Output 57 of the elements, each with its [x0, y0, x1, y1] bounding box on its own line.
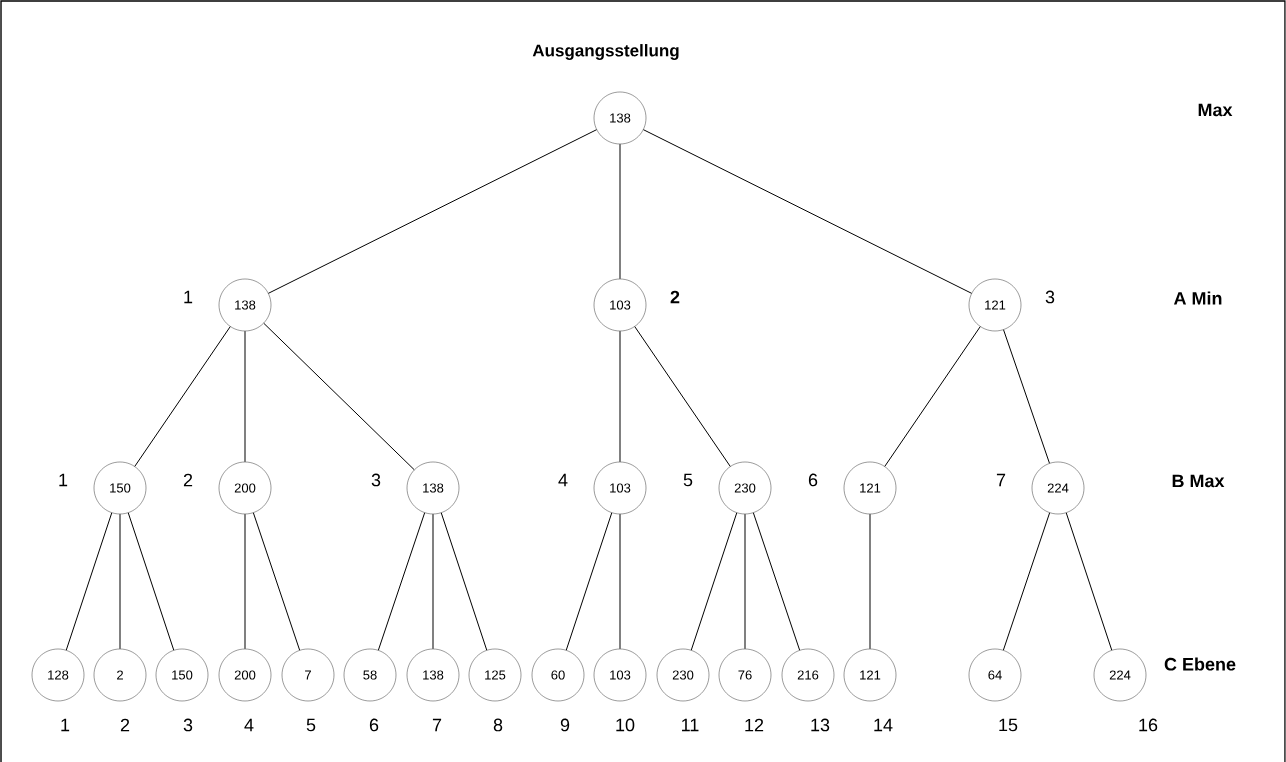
move-number: 3 — [183, 718, 193, 732]
move-number: 1 — [59, 473, 68, 487]
move-number: 3 — [371, 473, 381, 487]
tree-edge — [432, 513, 434, 650]
move-number: 4 — [244, 718, 254, 732]
move-number: 13 — [811, 718, 830, 732]
tree-edge — [244, 330, 246, 463]
move-number: 7 — [996, 473, 1006, 487]
move-number: 15 — [999, 718, 1018, 732]
move-number: 1 — [61, 718, 70, 732]
move-number: 9 — [560, 718, 570, 732]
tree-edge — [440, 512, 488, 651]
tree-edge — [134, 326, 231, 467]
tree-edge — [642, 129, 973, 294]
move-number: 3 — [1045, 290, 1055, 304]
tree-edge — [744, 513, 746, 650]
move-number: 1 — [184, 290, 193, 304]
tree-edge — [884, 326, 981, 467]
move-number: 2 — [183, 473, 193, 487]
tree-edge — [263, 322, 415, 471]
tree-edge — [619, 330, 621, 463]
title: Ausgangsstellung — [532, 44, 679, 60]
tree-edge — [1003, 329, 1050, 464]
tree-edge — [1002, 512, 1051, 651]
move-number: 14 — [874, 718, 893, 732]
tree-edge — [619, 513, 621, 650]
move-number: 5 — [683, 473, 693, 487]
move-number: 4 — [558, 473, 568, 487]
move-number: 8 — [493, 718, 503, 732]
tree-edge — [634, 326, 731, 467]
move-number: 6 — [808, 473, 818, 487]
move-number: 7 — [432, 718, 442, 732]
tree-edge — [565, 512, 613, 651]
move-number: 2 — [120, 718, 130, 732]
tree-edge — [619, 143, 621, 280]
tree-edge — [1065, 512, 1113, 651]
tree-edge — [119, 513, 121, 650]
move-number: 11 — [682, 718, 699, 732]
tree-edge — [690, 512, 738, 651]
level-label: B Max — [1172, 474, 1225, 488]
move-number: 5 — [306, 718, 316, 732]
tree-edge — [252, 512, 301, 651]
tree-edge — [267, 129, 598, 294]
tree-edge — [244, 513, 246, 650]
move-number: 16 — [1139, 718, 1158, 732]
tree-edge — [65, 512, 113, 651]
level-label: A Min — [1173, 291, 1222, 305]
tree-edge — [127, 512, 175, 651]
move-number: 12 — [745, 718, 764, 732]
level-label: Max — [1198, 103, 1233, 117]
move-number: 6 — [369, 718, 379, 732]
tree-edge — [869, 513, 871, 650]
tree-edge — [752, 512, 801, 651]
move-number: 10 — [616, 718, 635, 732]
level-label: C Ebene — [1164, 657, 1236, 671]
move-number: 2 — [670, 290, 680, 304]
tree-edge — [377, 512, 426, 651]
